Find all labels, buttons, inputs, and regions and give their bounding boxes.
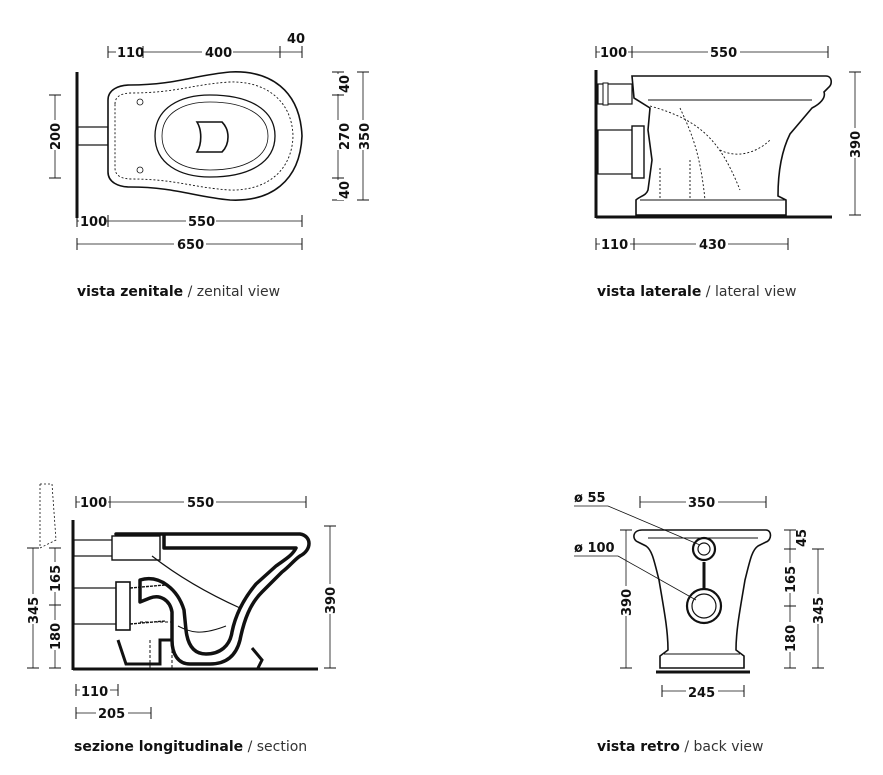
- bowl-inner-rim: [161, 101, 269, 171]
- base-section: [116, 638, 172, 666]
- dim-z-right-350: 350: [358, 123, 373, 150]
- dim-l-top-550: 550: [710, 46, 737, 61]
- dim-z-top-400: 400: [205, 46, 232, 61]
- dim-z-top-110: 110: [117, 46, 144, 61]
- dim-b-left-390: 390: [620, 589, 635, 616]
- caption-lateral-light: / lateral view: [701, 284, 797, 300]
- dim-z-right-270: 270: [338, 123, 353, 150]
- caption-back-bold: vista retro: [597, 739, 680, 755]
- back-view: ø 55 ø 100 350 390 45 165 180 345: [574, 491, 827, 701]
- dim-b-right-180: 180: [784, 625, 799, 652]
- dim-b-top-350: 350: [688, 496, 715, 511]
- caption-zenital-view: vista zenitale / zenital view: [77, 284, 280, 300]
- zenital-view: 110 400 40 200 40 270 40 350: [48, 32, 373, 253]
- section-view: 100 550 345 165 180 390 110 205: [26, 483, 339, 722]
- dim-b-right-165: 165: [784, 566, 799, 593]
- dim-b-dia-55: ø 55: [574, 491, 606, 506]
- caption-section-light: / section: [243, 739, 308, 755]
- fixing-hole: [136, 166, 144, 174]
- bowl-section: [114, 532, 311, 666]
- dim-z-bottom-650: 650: [177, 238, 204, 253]
- caption-zenital-light: / zenital view: [183, 284, 281, 300]
- inlet-pipe: [73, 539, 115, 557]
- caption-back-view: vista retro / back view: [597, 739, 763, 755]
- dim-l-bottom-430: 430: [699, 238, 726, 253]
- caption-lateral-view: vista laterale / lateral view: [597, 284, 796, 300]
- lateral-view: 100 550 390 110 430: [594, 44, 864, 253]
- dim-b-bottom-245: 245: [688, 686, 715, 701]
- caption-zenital-bold: vista zenitale: [77, 284, 184, 300]
- dim-s-bottom-205: 205: [98, 707, 125, 722]
- outlet-pipe: [73, 587, 119, 625]
- inlet-hole-55: [691, 536, 717, 562]
- caption-section-bold: sezione longitudinale: [74, 739, 244, 755]
- outlet-pipe: [597, 129, 637, 175]
- dim-z-bottom-550: 550: [188, 215, 215, 230]
- dim-b-right-45: 45: [795, 529, 810, 547]
- dim-s-left-345: 345: [27, 597, 42, 624]
- dim-z-top-40: 40: [287, 32, 305, 47]
- dim-l-right-390: 390: [849, 131, 864, 158]
- toilet-body: [631, 75, 832, 216]
- dim-z-bottom-100: 100: [80, 215, 107, 230]
- dim-b-dia-100: ø 100: [574, 541, 615, 556]
- fixing-hole: [136, 98, 144, 106]
- bowl-outline: [107, 71, 303, 201]
- dim-s-left-165: 165: [49, 565, 64, 592]
- dim-l-top-100: 100: [600, 46, 627, 61]
- dim-l-bottom-110: 110: [601, 238, 628, 253]
- pipe: [77, 126, 109, 146]
- caption-section-view: sezione longitudinale / section: [74, 739, 307, 755]
- dim-s-right-390: 390: [324, 587, 339, 614]
- caption-lateral-bold: vista laterale: [597, 284, 702, 300]
- bowl-hidden-edge: [114, 81, 294, 191]
- drain-outlet: [195, 121, 229, 153]
- dim-z-right-40a: 40: [338, 75, 353, 93]
- dim-z-left-200: 200: [49, 123, 64, 150]
- dim-s-top-550: 550: [187, 496, 214, 511]
- dim-z-right-40b: 40: [338, 181, 353, 199]
- dim-b-right-345: 345: [812, 597, 827, 624]
- caption-back-light: / back view: [679, 739, 764, 755]
- bowl-rim: [154, 94, 276, 178]
- dim-s-bottom-110: 110: [81, 685, 108, 700]
- dim-s-left-180: 180: [49, 623, 64, 650]
- dim-s-top-100: 100: [80, 496, 107, 511]
